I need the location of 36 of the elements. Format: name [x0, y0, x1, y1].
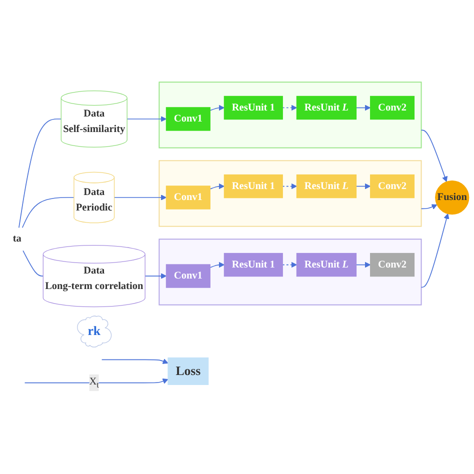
node-box: Conv1	[166, 264, 210, 288]
arrow	[420, 204, 438, 210]
node-box: ResUnit 1	[224, 96, 283, 120]
arrow	[282, 262, 297, 268]
node-box: Loss	[168, 358, 209, 386]
arrow	[210, 184, 224, 190]
node-box: ResUnit L	[296, 96, 357, 120]
arrow	[210, 262, 224, 268]
arrow	[114, 195, 166, 201]
arrow	[356, 105, 371, 111]
arrow	[126, 116, 166, 122]
arrow	[144, 274, 166, 280]
node-box: ResUnit L	[296, 253, 357, 277]
arrow	[101, 359, 168, 364]
node-box: ResUnit 1	[224, 174, 283, 198]
arrow	[356, 262, 371, 268]
arrow	[210, 105, 224, 112]
node-text: ta	[12, 234, 22, 245]
cluster	[158, 82, 422, 149]
cluster	[158, 160, 422, 228]
node-circle: Fusion	[435, 180, 470, 215]
node-box: Conv2	[370, 253, 415, 277]
cluster	[158, 239, 422, 306]
node-box: Conv2	[370, 174, 415, 198]
node-box: Conv1	[166, 186, 210, 210]
edge-label: X$_{t}$	[89, 376, 100, 390]
node-box: Conv2	[370, 96, 415, 120]
arrow	[420, 214, 450, 288]
arrow	[282, 184, 297, 190]
arrow	[356, 184, 371, 190]
node-box: ResUnit L	[296, 174, 357, 198]
node-box: ResUnit 1	[224, 253, 283, 277]
arrow	[24, 378, 168, 384]
arrow	[282, 105, 297, 111]
node-box: Conv1	[166, 107, 210, 132]
arrow	[420, 130, 448, 182]
